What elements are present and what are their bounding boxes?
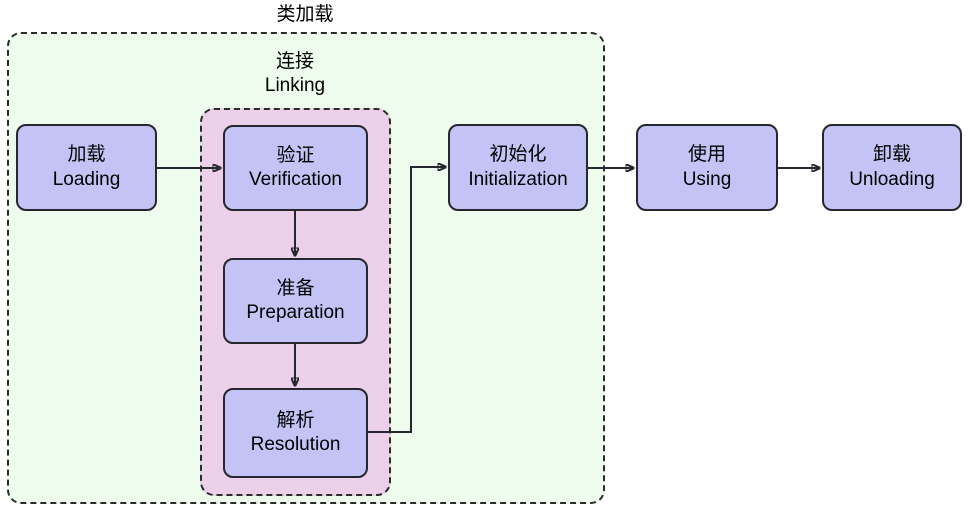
node-verification-label-en: Verification — [249, 169, 342, 190]
node-using-label-en: Using — [682, 168, 732, 190]
group-linking-label-cn: 连接 — [275, 51, 314, 72]
node-using-label-cn: 使用 — [687, 144, 726, 166]
node-verification[interactable]: 验证 Verification — [223, 125, 368, 211]
node-preparation-label-cn: 准备 — [276, 277, 315, 299]
group-linking-label-en: Linking — [264, 74, 326, 96]
node-preparation-label-en: Preparation — [246, 302, 345, 323]
node-loading-label-en: Loading — [52, 168, 121, 190]
node-resolution-label-en: Resolution — [250, 434, 341, 455]
node-preparation[interactable]: 准备 Preparation — [223, 258, 368, 344]
node-initialization-label-cn: 初始化 — [489, 144, 547, 166]
node-using[interactable]: 使用 Using — [636, 124, 778, 211]
node-resolution-label-cn: 解析 — [276, 409, 315, 431]
group-class-loading-caption: 类加载 — [205, 3, 405, 27]
node-unloading[interactable]: 卸载 Unloading — [822, 124, 962, 211]
node-loading[interactable]: 加载 Loading — [16, 124, 157, 211]
node-resolution[interactable]: 解析 Resolution — [223, 388, 368, 478]
node-unloading-label-en: Unloading — [849, 168, 935, 190]
group-class-loading-label-cn: 类加载 — [276, 4, 334, 25]
node-initialization[interactable]: 初始化 Initialization — [448, 124, 588, 211]
group-linking-caption: 连接 Linking — [195, 50, 395, 98]
node-unloading-label-cn: 卸载 — [872, 144, 911, 166]
node-initialization-label-en: Initialization — [468, 168, 568, 190]
node-loading-label-cn: 加载 — [67, 144, 106, 166]
node-verification-label-cn: 验证 — [276, 144, 315, 166]
